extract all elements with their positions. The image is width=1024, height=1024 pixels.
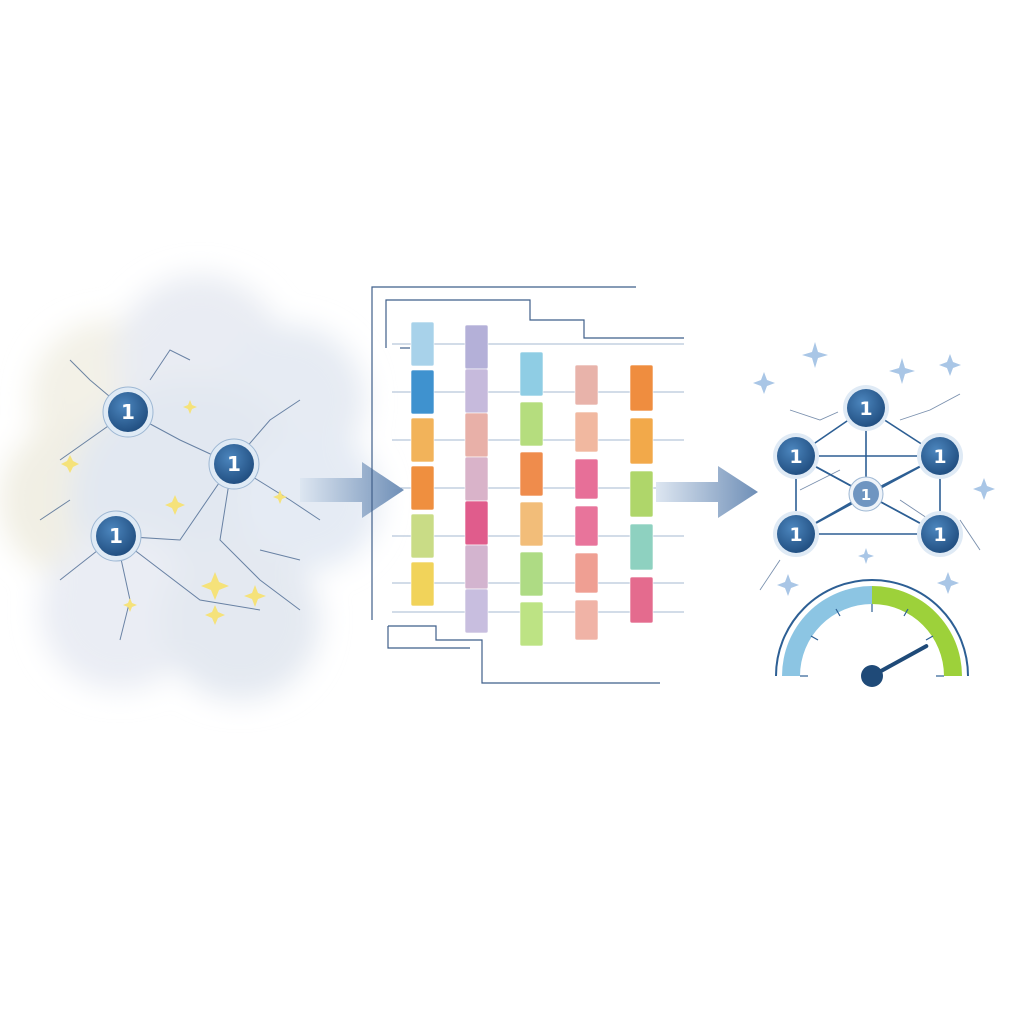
matrix-block [464, 544, 489, 590]
matrix-block [519, 601, 544, 647]
cloud-node-label: 1 [109, 524, 123, 548]
matrix-block [574, 458, 599, 500]
matrix-block [519, 551, 544, 597]
cloud-node: 1 [90, 510, 142, 562]
noisy-cloud: 1 1 1 [0, 275, 380, 700]
matrix-block [410, 465, 435, 511]
matrix-block [410, 321, 435, 367]
matrix-block [629, 576, 654, 624]
matrix-block [629, 470, 654, 518]
arrow-right-icon [300, 462, 404, 518]
matrix-block [574, 364, 599, 406]
matrix-block [410, 561, 435, 607]
matrix-block [464, 368, 489, 414]
cloud-shape [0, 275, 380, 700]
matrix-block [629, 523, 654, 571]
matrix-block [464, 324, 489, 370]
matrix-block [519, 451, 544, 497]
arrow-right-icon [656, 466, 758, 518]
gauge-outer-arc [775, 579, 969, 677]
matrix-block [629, 364, 654, 412]
cloud-node: 1 [208, 438, 260, 490]
network-node-label: 1 [933, 446, 946, 468]
matrix-block [629, 417, 654, 465]
network-node-label: 1 [933, 524, 946, 546]
matrix-block [574, 505, 599, 547]
matrix-block [410, 369, 435, 415]
cloud-node-label: 1 [227, 452, 241, 476]
network-node: 1 [773, 433, 819, 479]
gauge-right-band [872, 586, 962, 676]
matrix-block [574, 599, 599, 641]
matrix-block [574, 552, 599, 594]
matrix-block [519, 351, 544, 397]
gauge-ticks [800, 604, 944, 677]
network-node: 1 [917, 433, 963, 479]
matrix-block [464, 588, 489, 634]
matrix-block [464, 412, 489, 458]
matrix-block [519, 501, 544, 547]
network-node: 1 [843, 385, 889, 431]
structured-network: 1 1 1 1 1 1 [753, 342, 995, 687]
matrix-block [464, 500, 489, 546]
matrix-block [410, 513, 435, 559]
gauge-hub [861, 665, 883, 687]
network-node: 1 [773, 511, 819, 557]
layered-matrix [371, 286, 684, 684]
network-node: 1 [848, 476, 884, 512]
gauge-left-band [782, 586, 872, 676]
matrix-block [519, 401, 544, 447]
cloud-node: 1 [102, 386, 154, 438]
network-cracks [759, 393, 981, 591]
network-node: 1 [917, 511, 963, 557]
cloud-node-label: 1 [121, 400, 135, 424]
cloud-sparkles [61, 400, 287, 625]
matrix-block [574, 411, 599, 453]
network-node-label: 1 [861, 486, 871, 504]
network-node-label: 1 [789, 524, 802, 546]
network-node-label: 1 [789, 446, 802, 468]
matrix-block [410, 417, 435, 463]
matrix-circuit-lines [371, 286, 684, 684]
performance-gauge [775, 579, 969, 687]
matrix-block [464, 456, 489, 502]
network-sparkles [753, 342, 995, 596]
matrix-blocks [410, 321, 654, 647]
network-node-label: 1 [859, 398, 872, 420]
